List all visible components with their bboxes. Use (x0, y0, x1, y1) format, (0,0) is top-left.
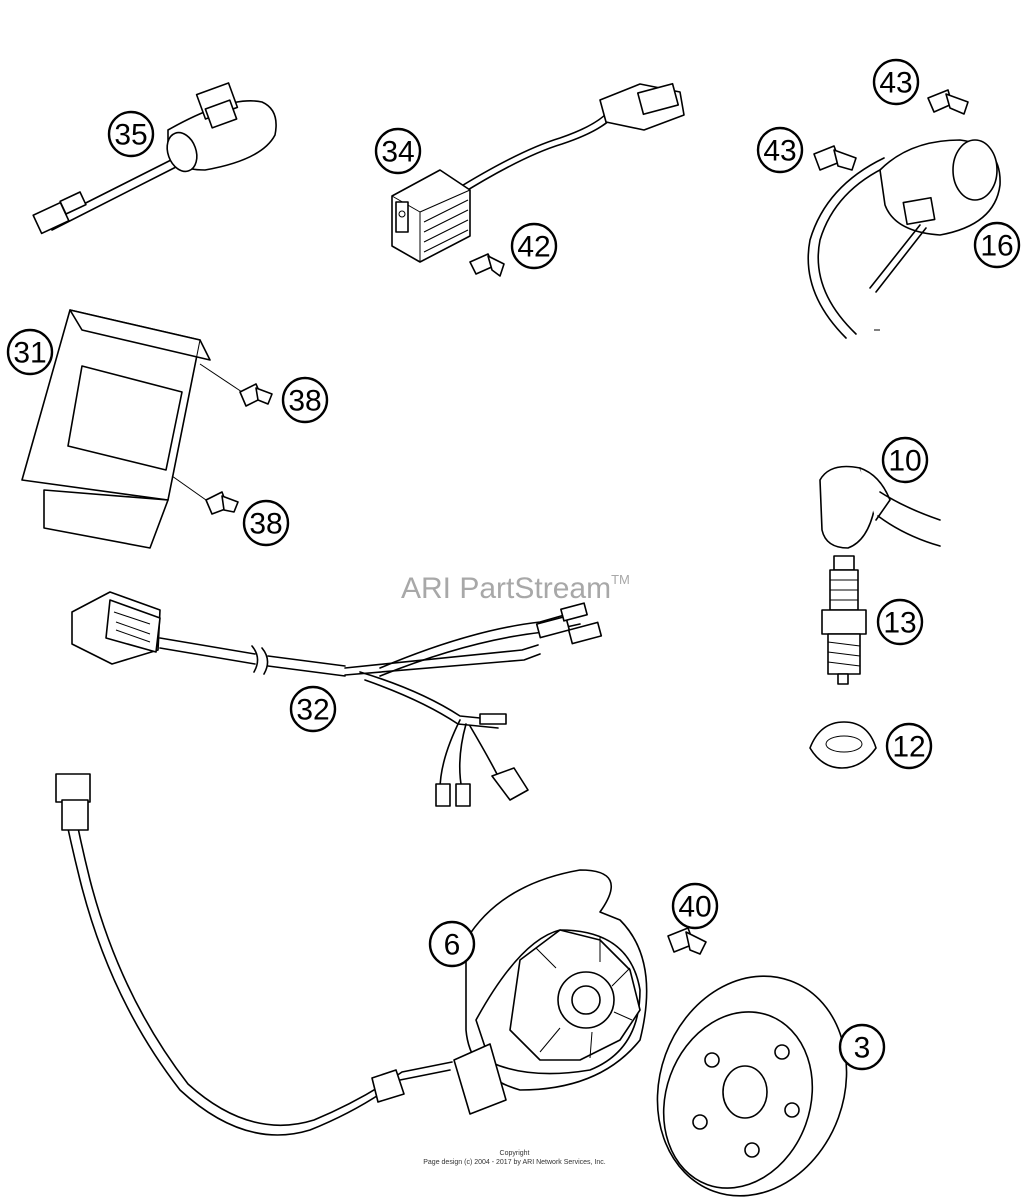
svg-text:16: 16 (980, 230, 1013, 263)
callout-13[interactable]: 13 (876, 598, 924, 646)
part-42-bolt[interactable] (469, 253, 505, 277)
svg-text:38: 38 (249, 508, 282, 541)
svg-text:38: 38 (288, 385, 321, 418)
callout-35[interactable]: 35 (107, 110, 155, 158)
svg-text:6: 6 (444, 929, 461, 962)
callout-43-lower[interactable]: 43 (756, 126, 804, 174)
part-32-wiring-harness[interactable] (71, 591, 603, 807)
part-43-bolt-upper[interactable] (927, 89, 969, 115)
svg-text:32: 32 (296, 694, 329, 727)
part-6-stator[interactable] (55, 773, 648, 1136)
callout-34[interactable]: 34 (374, 127, 422, 175)
part-31-cdi-unit[interactable] (21, 309, 211, 549)
svg-text:31: 31 (13, 337, 46, 370)
callout-40[interactable]: 40 (671, 882, 719, 930)
part-12-cap[interactable] (809, 721, 877, 769)
svg-text:13: 13 (883, 607, 916, 640)
svg-text:42: 42 (517, 231, 550, 264)
svg-text:43: 43 (879, 67, 912, 100)
callout-12[interactable]: 12 (885, 722, 933, 770)
copyright-line-1: Copyright (499, 1150, 530, 1157)
part-10-spark-plug-cap[interactable] (819, 465, 941, 549)
callout-6[interactable]: 6 (428, 920, 476, 968)
watermark-text: ARI PartStream (401, 572, 612, 605)
callout-42[interactable]: 42 (510, 222, 558, 270)
part-16-ignition-coil[interactable] (807, 139, 1001, 339)
svg-text:35: 35 (114, 119, 147, 152)
callout-43-upper[interactable]: 43 (872, 58, 920, 106)
trademark-mark: TM (611, 572, 630, 587)
svg-text:43: 43 (763, 135, 796, 168)
part-40-bolt[interactable] (667, 927, 707, 955)
svg-text:40: 40 (678, 891, 711, 924)
svg-text:3: 3 (854, 1032, 871, 1065)
part-38-bolt-lower[interactable] (171, 475, 239, 515)
callout-31[interactable]: 31 (6, 328, 54, 376)
svg-text:10: 10 (888, 445, 921, 478)
part-43-bolt-lower[interactable] (813, 145, 857, 171)
svg-text:34: 34 (381, 136, 414, 169)
callout-38-lower[interactable]: 38 (242, 499, 290, 547)
callout-32[interactable]: 32 (289, 685, 337, 733)
callout-3[interactable]: 3 (838, 1023, 886, 1071)
svg-text:12: 12 (892, 731, 925, 764)
part-34-regulator[interactable] (391, 82, 685, 263)
callout-38-upper[interactable]: 38 (281, 376, 329, 424)
part-38-bolt-upper[interactable] (199, 363, 273, 407)
copyright-line-2: Page design (c) 2004 - 2017 by ARI Netwo… (423, 1159, 606, 1166)
part-35-connector[interactable] (32, 82, 277, 235)
callout-10[interactable]: 10 (881, 436, 929, 484)
watermark: ARI PartStreamTM (401, 572, 630, 606)
callout-16[interactable]: 16 (973, 221, 1021, 269)
part-3-flywheel[interactable] (627, 949, 877, 1199)
part-13-spark-plug[interactable] (821, 555, 867, 685)
